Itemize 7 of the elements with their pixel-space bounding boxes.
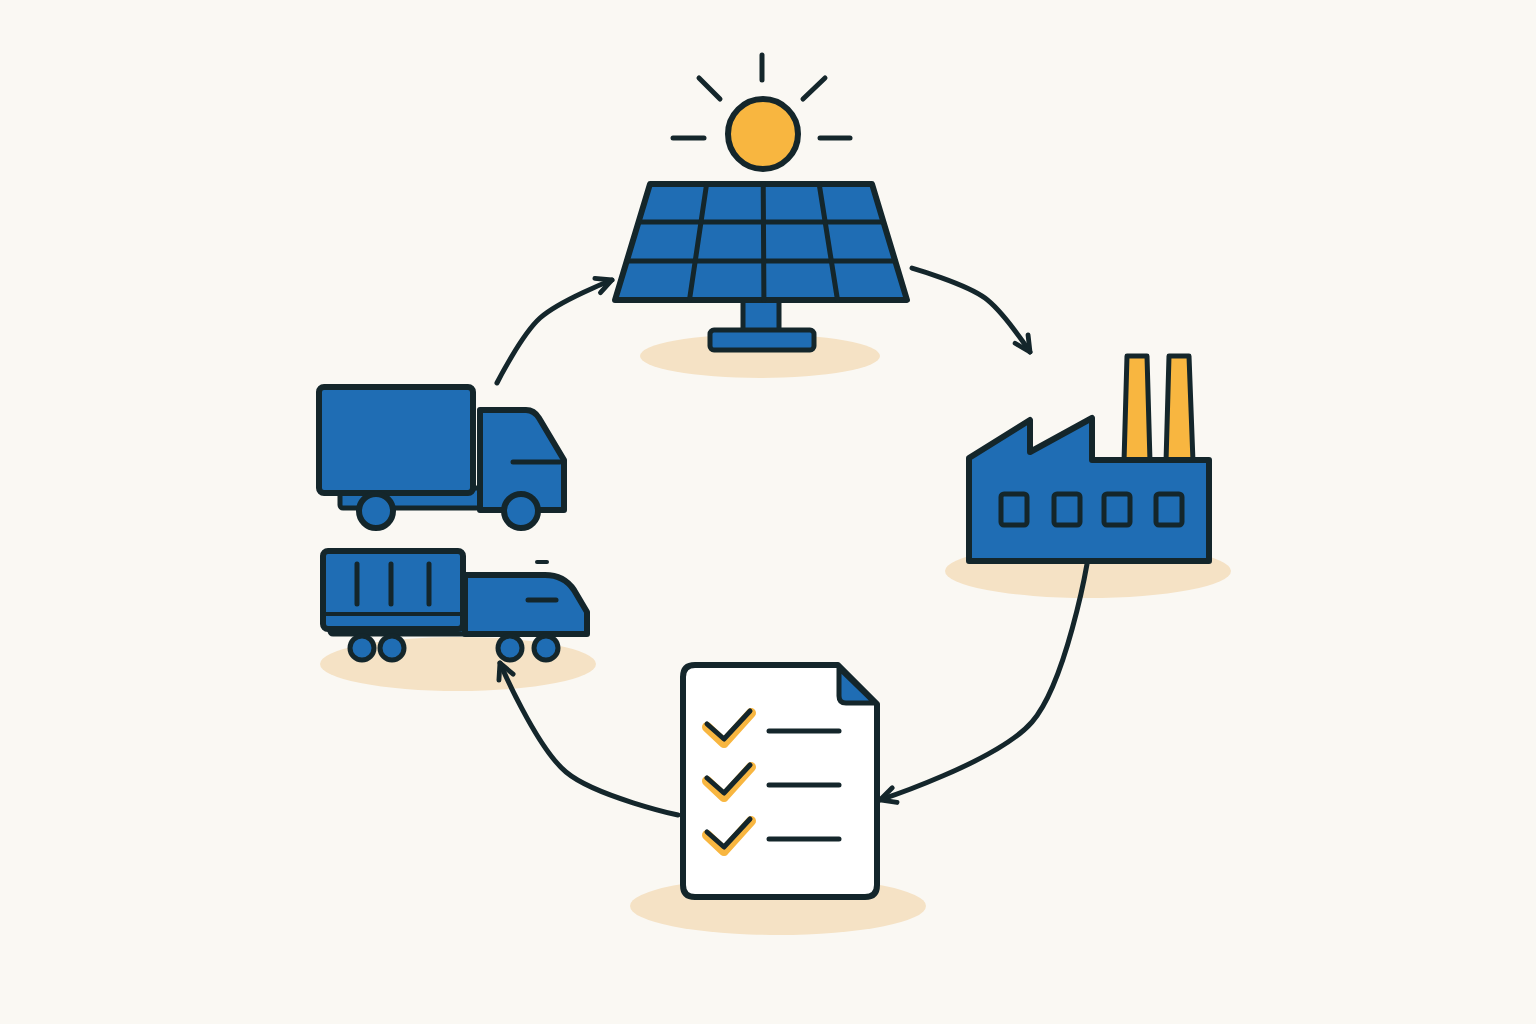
arrow bbox=[494, 276, 615, 386]
trucks-drawing bbox=[316, 383, 591, 663]
arrow bbox=[496, 660, 681, 818]
checklist-document-drawing bbox=[678, 660, 880, 900]
solar-panel-drawing bbox=[612, 50, 912, 355]
factory-drawing bbox=[965, 352, 1213, 564]
arrow bbox=[909, 265, 1033, 355]
